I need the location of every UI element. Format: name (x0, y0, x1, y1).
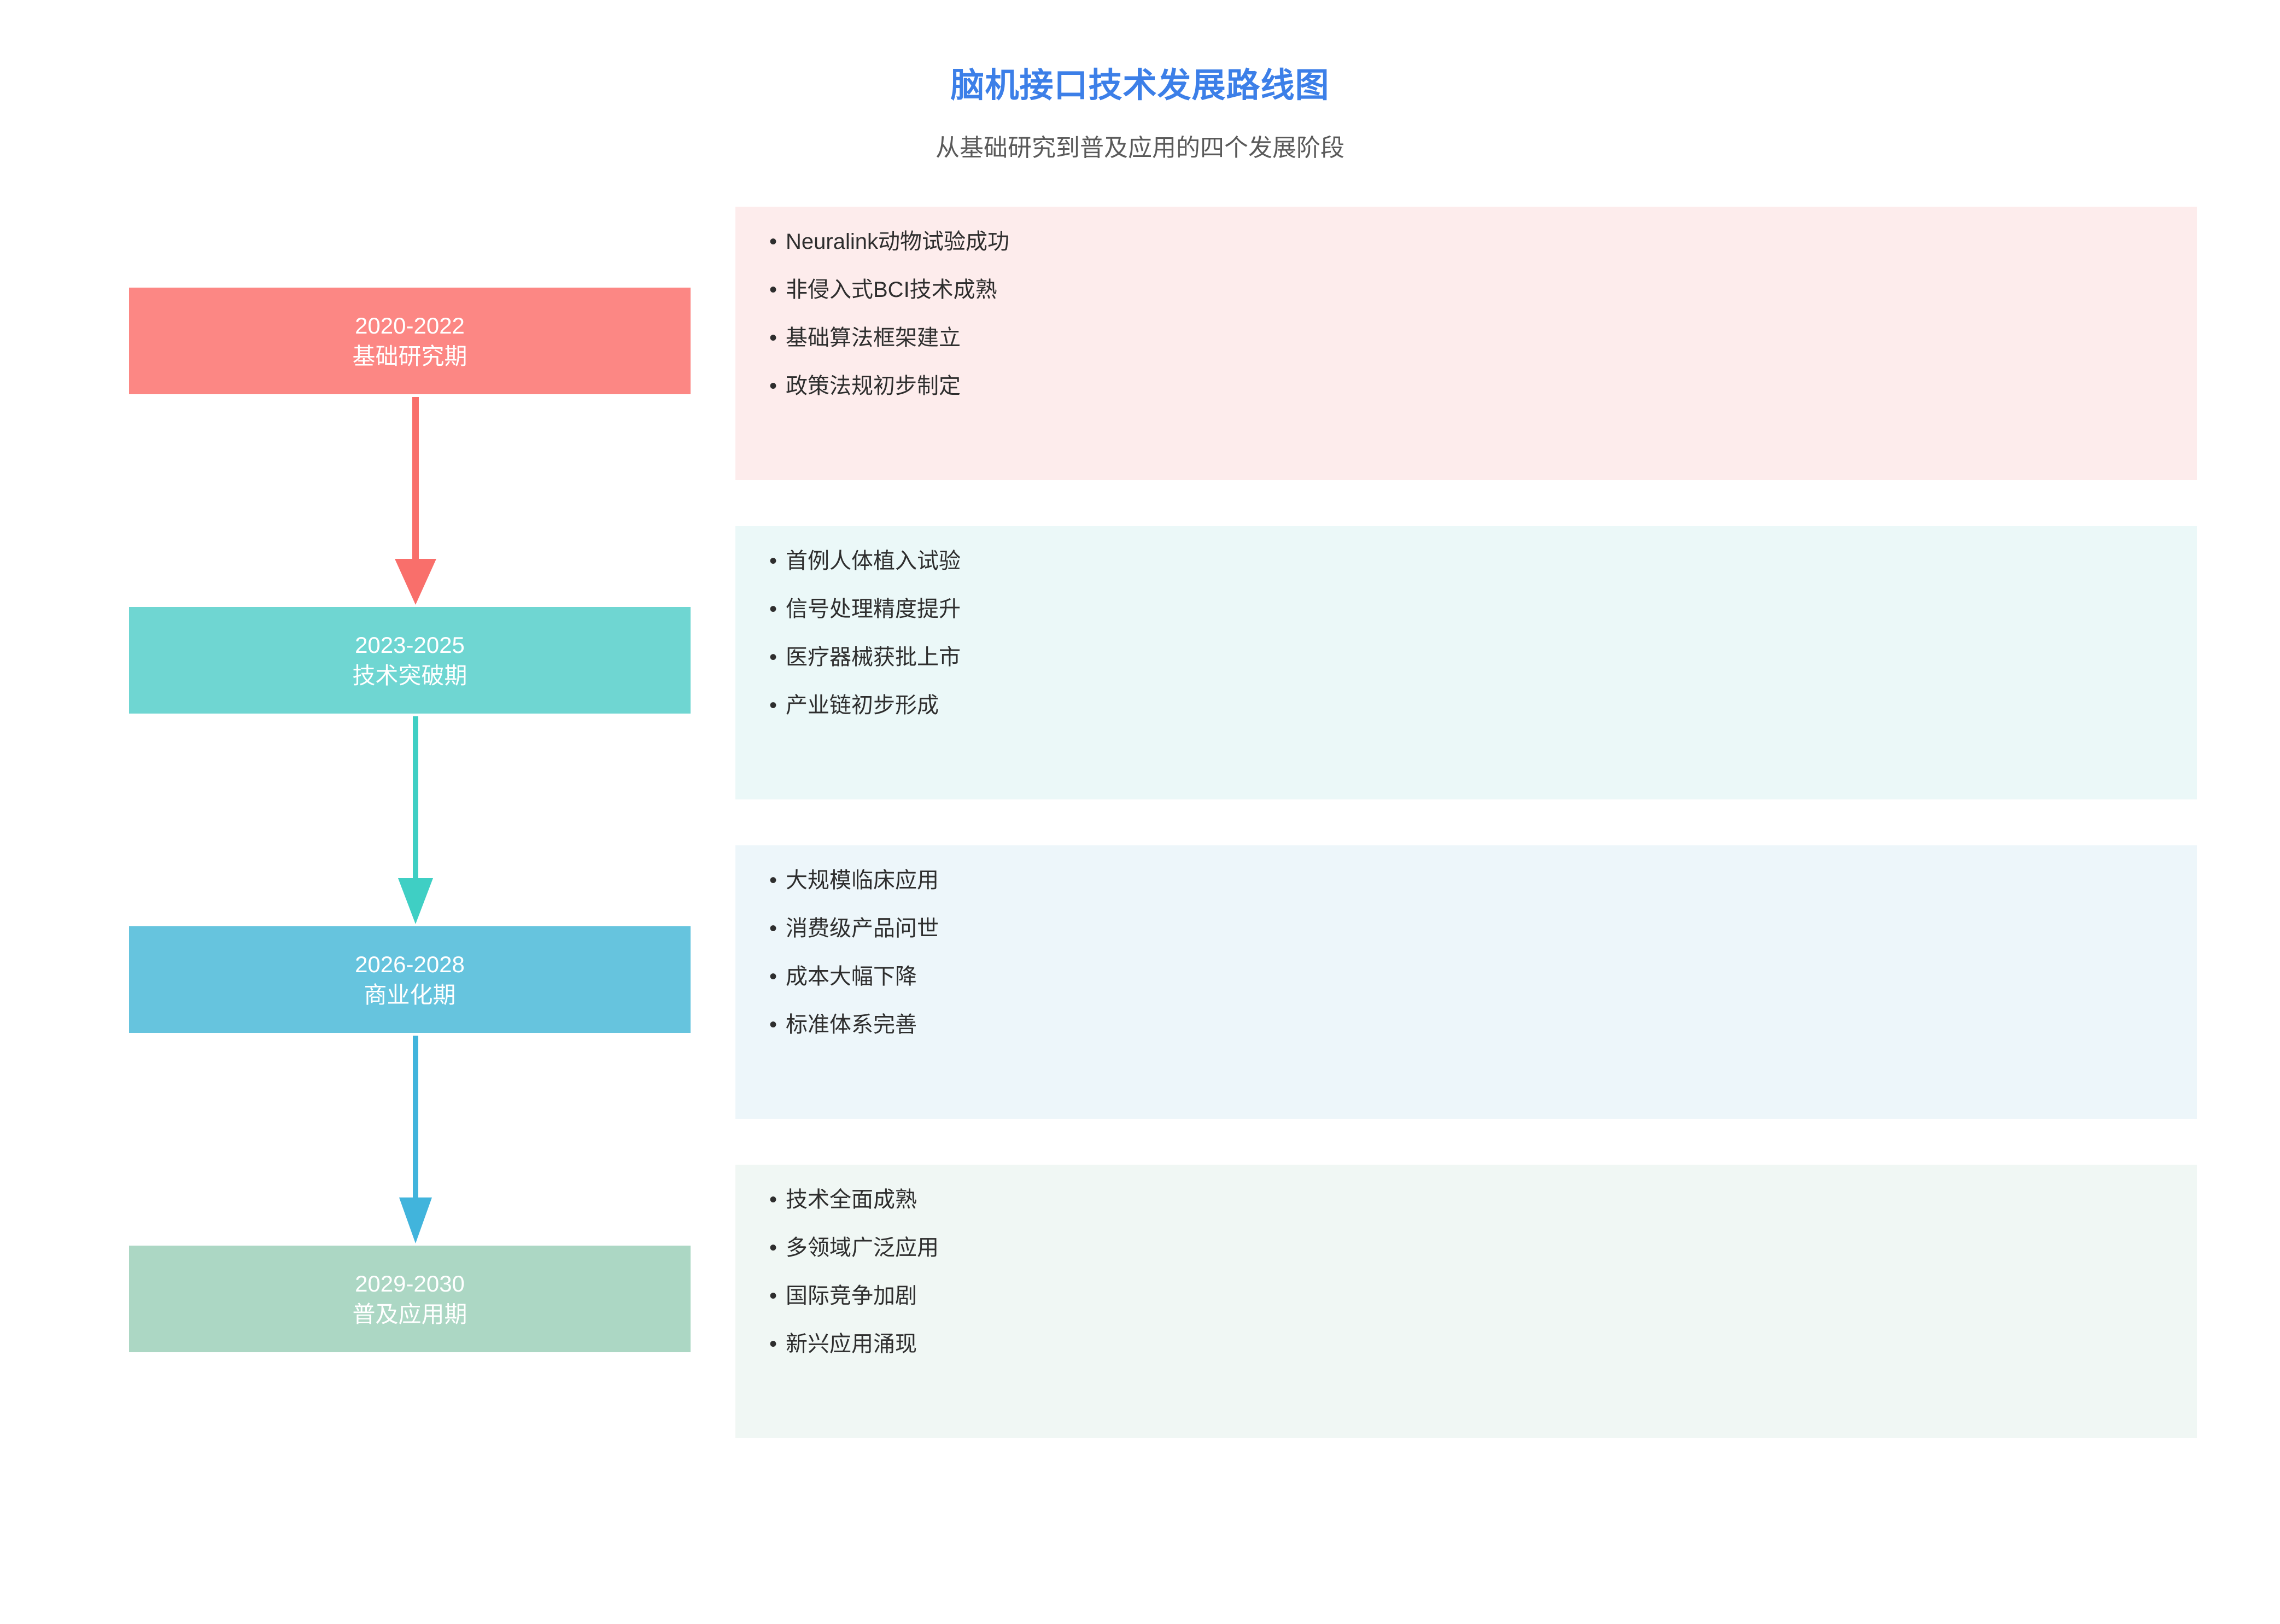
detail-panel-1: • Neuralink动物试验成功 • 非侵入式BCI技术成熟 • 基础算法框架… (735, 207, 2197, 480)
bullet-icon: • (769, 278, 777, 302)
list-item-label: 标准体系完善 (786, 1013, 917, 1037)
list-item-label: 非侵入式BCI技术成熟 (786, 278, 997, 302)
list-item: • 国际竞争加剧 (769, 1285, 2197, 1307)
list-item: • 技术全面成熟 (769, 1189, 2197, 1211)
list-item-label: 医疗器械获批上市 (786, 645, 961, 669)
list-item-label: 政策法规初步制定 (786, 374, 961, 398)
bullet-icon: • (769, 374, 777, 398)
list-item-label: 基础算法框架建立 (786, 326, 961, 350)
list-item: • 大规模临床应用 (769, 869, 2197, 891)
bullet-icon: • (769, 1188, 777, 1212)
detail-panel-4: • 技术全面成熟 • 多领域广泛应用 • 国际竞争加剧 • 新兴应用涌现 (735, 1165, 2197, 1438)
list-item-label: 技术全面成熟 (786, 1188, 917, 1212)
bullet-icon: • (769, 693, 777, 717)
list-item-label: 产业链初步形成 (786, 693, 939, 717)
list-item: • 政策法规初步制定 (769, 375, 2197, 397)
bullet-icon: • (769, 326, 777, 350)
arrow-connector-3-to-4 (383, 1036, 448, 1243)
bullet-icon: • (769, 230, 777, 254)
list-item: • 基础算法框架建立 (769, 327, 2197, 349)
arrow-connector-2-to-3 (383, 716, 448, 924)
stage-name-label: 技术突破期 (352, 662, 467, 688)
bullet-icon: • (769, 1332, 777, 1356)
page-title: 脑机接口技术发展路线图 (950, 67, 1330, 104)
bullet-icon: • (769, 1013, 777, 1037)
list-item-label: 信号处理精度提升 (786, 597, 961, 621)
list-item-label: 大规模临床应用 (786, 868, 939, 892)
stage-name-label: 商业化期 (364, 982, 456, 1008)
bullet-icon: • (769, 1236, 777, 1260)
bullet-icon: • (769, 645, 777, 669)
list-item-label: 消费级产品问世 (786, 916, 939, 940)
list-item: • 信号处理精度提升 (769, 598, 2197, 620)
list-item-label: 新兴应用涌现 (786, 1332, 917, 1356)
list-item: • 首例人体植入试验 (769, 550, 2197, 572)
stage-box-2[interactable]: 2023-2025 技术突破期 (129, 607, 691, 714)
page-subtitle: 从基础研究到普及应用的四个发展阶段 (936, 135, 1344, 161)
bullet-icon: • (769, 868, 777, 892)
bullet-icon: • (769, 1284, 777, 1308)
list-item: • 新兴应用涌现 (769, 1333, 2197, 1355)
stage-box-3[interactable]: 2026-2028 商业化期 (129, 926, 691, 1033)
list-item: • 标准体系完善 (769, 1014, 2197, 1036)
bullet-icon: • (769, 549, 777, 573)
list-item: • Neuralink动物试验成功 (769, 231, 2197, 253)
list-item: • 多领域广泛应用 (769, 1237, 2197, 1259)
bullet-icon: • (769, 597, 777, 621)
arrow-connector-1-to-2 (383, 397, 448, 605)
stage-box-1[interactable]: 2020-2022 基础研究期 (129, 288, 691, 394)
list-item: • 非侵入式BCI技术成熟 (769, 279, 2197, 301)
list-item-label: 国际竞争加剧 (786, 1284, 917, 1308)
bullet-icon: • (769, 965, 777, 989)
list-item: • 成本大幅下降 (769, 966, 2197, 988)
list-item-label: 多领域广泛应用 (786, 1236, 939, 1260)
stage-period-label: 2026-2028 (355, 951, 465, 978)
stage-name-label: 基础研究期 (352, 343, 467, 369)
list-item-label: 首例人体植入试验 (786, 549, 961, 573)
detail-panel-3: • 大规模临床应用 • 消费级产品问世 • 成本大幅下降 • 标准体系完善 (735, 845, 2197, 1119)
stage-name-label: 普及应用期 (352, 1301, 467, 1327)
list-item-label: Neuralink动物试验成功 (786, 230, 1009, 254)
bullet-icon: • (769, 916, 777, 940)
stage-period-label: 2029-2030 (355, 1271, 465, 1297)
detail-panel-2: • 首例人体植入试验 • 信号处理精度提升 • 医疗器械获批上市 • 产业链初步… (735, 526, 2197, 799)
list-item: • 消费级产品问世 (769, 918, 2197, 939)
list-item: • 医疗器械获批上市 (769, 646, 2197, 668)
list-item-label: 成本大幅下降 (786, 965, 917, 989)
list-item: • 产业链初步形成 (769, 694, 2197, 716)
stage-box-4[interactable]: 2029-2030 普及应用期 (129, 1246, 691, 1352)
stage-period-label: 2023-2025 (355, 632, 465, 658)
stage-period-label: 2020-2022 (355, 313, 465, 339)
